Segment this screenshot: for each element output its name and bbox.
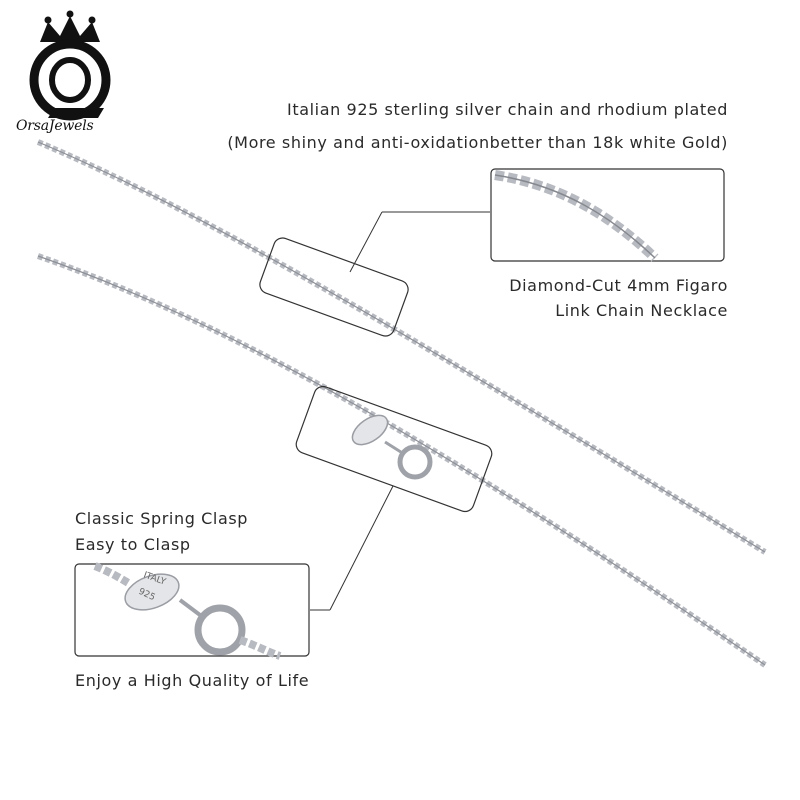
clasp-caption-line-1: Classic Spring Clasp — [75, 509, 249, 528]
crown-o-logo-icon — [29, 10, 111, 121]
clasp-leader-line — [329, 485, 394, 611]
figaro-leader-line — [349, 211, 383, 273]
headline-line-2: (More shiny and anti-oxidationbetter tha… — [227, 133, 728, 152]
figaro-caption-line-2: Link Chain Necklace — [555, 301, 728, 320]
clasp-caption-line-2: Easy to Clasp — [75, 535, 191, 554]
tagline: Enjoy a High Quality of Life — [75, 671, 310, 690]
clasp-highlight-frame — [295, 385, 493, 513]
spring-clasp-zoom — [93, 562, 282, 660]
figaro-caption-line-1: Diamond-Cut 4mm Figaro — [509, 276, 728, 295]
figaro-highlight-frame — [259, 237, 409, 337]
brand-name: OrsaJewels — [16, 118, 94, 134]
spring-clasp-main — [351, 414, 433, 480]
headline-line-1: Italian 925 sterling silver chain and rh… — [287, 100, 728, 119]
